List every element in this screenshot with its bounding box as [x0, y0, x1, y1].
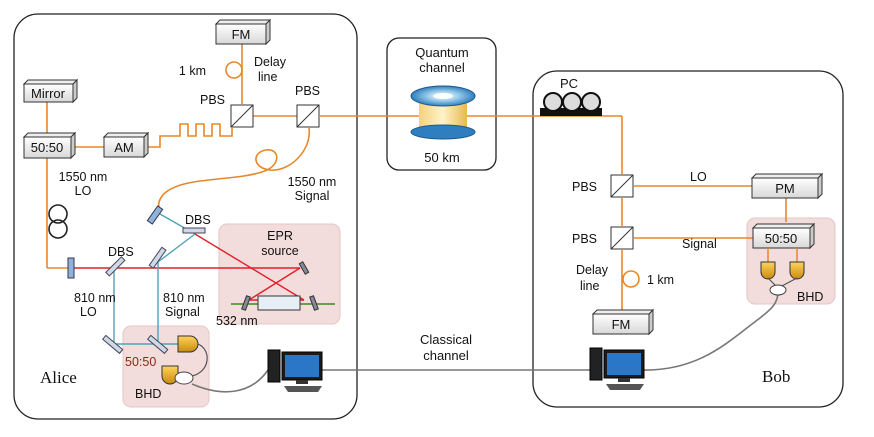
classical-wire	[191, 291, 779, 393]
alice-fiber-coil-icon	[225, 61, 243, 79]
lo-collimator-icon	[67, 257, 75, 279]
polarization-controller-icon	[540, 92, 602, 116]
dbs-top-icon	[182, 227, 206, 234]
bob-pbs-bottom-label: PBS	[572, 232, 597, 246]
bob-detector-left-icon	[760, 261, 776, 280]
bob-delay-line-1: Delay	[576, 263, 609, 277]
epr-label-1: EPR	[267, 229, 293, 243]
alice-fm-label: FM	[232, 27, 251, 42]
bob-pbs-top-label: PBS	[572, 180, 597, 194]
classical-channel-label-2: channel	[423, 348, 469, 363]
cavity-mirror-right-icon	[298, 261, 310, 275]
dbs-left-label: DBS	[108, 245, 134, 259]
pm-label: PM	[775, 181, 795, 196]
bob-signal-label: Signal	[682, 237, 717, 251]
signal-collimator-icon	[146, 205, 164, 225]
alice-bhd-coupler-label: 50:50	[125, 355, 156, 369]
quantum-channel-length: 50 km	[424, 150, 459, 165]
lo-1550-label-1: 1550 nm	[59, 170, 108, 184]
alice-pbs-right: PBS	[295, 84, 320, 128]
cavity-mirror-out-icon	[309, 295, 319, 311]
bob-detector-right-icon	[789, 261, 805, 280]
lo-810-label-1: 810 nm	[74, 291, 116, 305]
alice-pbs-left-label: PBS	[200, 93, 225, 107]
alice-name: Alice	[40, 368, 77, 387]
lo-1550-label-2: LO	[75, 184, 92, 198]
lo-810-label-2: LO	[80, 305, 97, 319]
bob-fiber-length: 1 km	[647, 273, 674, 287]
bob-fm-box: FM	[591, 308, 655, 336]
dbs-mid-icon	[148, 246, 167, 269]
alice-pbs-right-label: PBS	[295, 84, 320, 98]
bob-name: Bob	[762, 367, 790, 386]
classical-channel-label-1: Classical	[420, 332, 472, 347]
am-box: AM	[102, 131, 150, 159]
alice-delay-line-1: Delay	[254, 55, 287, 69]
signal-1550-label-1: 1550 nm	[288, 175, 337, 189]
alice-pbs-left: PBS	[200, 93, 254, 128]
bob-coupler-box: 50:50	[751, 222, 816, 250]
alice-computer-icon	[267, 349, 323, 392]
bob-fm-label: FM	[612, 317, 631, 332]
bob-bhd-circuit-icon	[769, 284, 787, 296]
alice-delay-line-2: line	[258, 70, 278, 84]
am-label: AM	[114, 140, 134, 155]
crystal-icon	[257, 295, 301, 311]
alice-fm-box: FM	[214, 18, 272, 46]
bob-delay-line-2: line	[580, 279, 600, 293]
quantum-channel-label-1: Quantum	[415, 45, 468, 60]
bob-fiber-coil-icon	[622, 270, 640, 288]
mirror-label: Mirror	[31, 86, 66, 101]
bob-pbs-bottom: PBS	[572, 226, 634, 250]
bob-bhd-label: BHD	[797, 290, 823, 304]
dbs-top-label: DBS	[185, 213, 211, 227]
dbs-left-icon	[105, 256, 126, 277]
alice-detector-top-icon	[177, 335, 199, 353]
alice-bhd-wire	[191, 343, 208, 377]
pc-label: PC	[560, 76, 578, 91]
bob-coupler-label: 50:50	[765, 231, 798, 246]
quantum-channel-label-2: channel	[419, 60, 465, 75]
pump-label: 532 nm	[216, 314, 258, 328]
epr-label-2: source	[261, 244, 299, 258]
lo-fiber-coil-icon	[48, 204, 68, 239]
bhd-splitter-icon	[146, 334, 169, 355]
alice-bhd-label: BHD	[135, 387, 161, 401]
fiber-spool-icon	[410, 85, 476, 140]
bob-computer-icon	[589, 347, 645, 390]
bob-pbs-top: PBS	[572, 174, 634, 198]
mirror-box: Mirror	[22, 78, 79, 104]
alice-fiber-length: 1 km	[179, 64, 206, 78]
alice-bhd-circuit-icon	[174, 371, 194, 385]
bob-lo-label: LO	[690, 170, 707, 184]
pm-box: PM	[750, 172, 824, 200]
signal-810-label-1: 810 nm	[163, 291, 205, 305]
alice-coupler-label: 50:50	[31, 140, 64, 155]
alice-coupler-box: 50:50	[22, 131, 77, 160]
signal-1550-label-2: Signal	[295, 189, 330, 203]
mirror-low-icon	[101, 334, 124, 355]
signal-810-label-2: Signal	[165, 305, 200, 319]
cavity-mirror-left-icon	[241, 295, 251, 311]
